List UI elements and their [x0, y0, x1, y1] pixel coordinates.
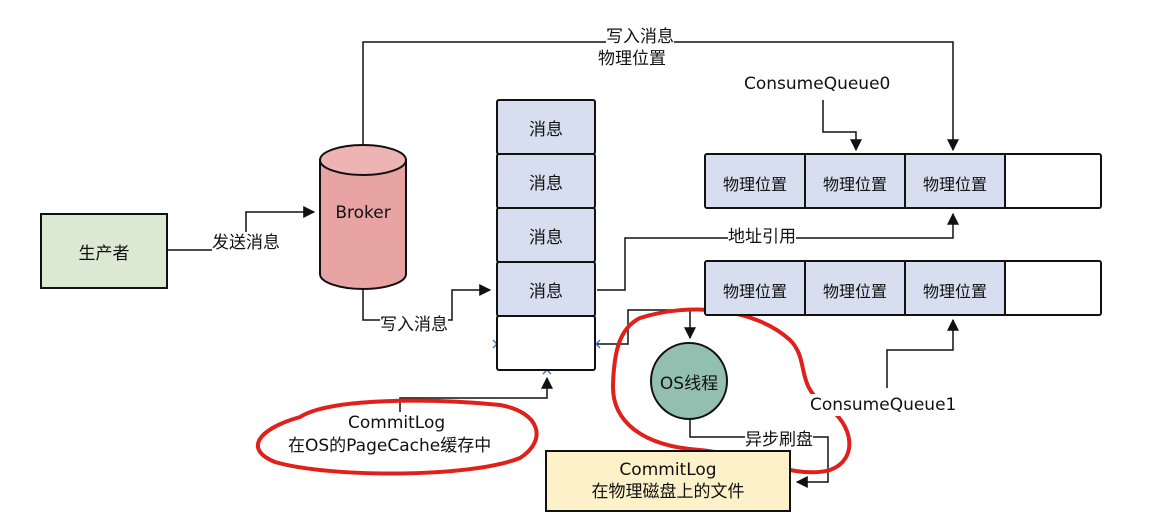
consume-queue-0-name: ConsumeQueue0	[744, 73, 891, 95]
commitlog-message: 消息	[496, 261, 596, 317]
disk-title: CommitLog	[619, 460, 717, 480]
message-label: 消息	[529, 173, 563, 194]
edge-async-flush	[689, 420, 829, 488]
message-label: 消息	[529, 119, 563, 140]
edge-label-write-position-2: 物理位置	[598, 48, 666, 70]
edge-label-write-position-1: 写入消息	[606, 26, 674, 48]
commitlog-message: 消息	[496, 153, 596, 209]
edge-label-send: 发送消息	[212, 232, 280, 254]
queue-slot: 物理位置	[906, 262, 1006, 314]
highlight-page-cache	[255, 398, 539, 476]
consume-queue-1-name: ConsumeQueue1	[810, 394, 957, 416]
producer-label: 生产者	[78, 243, 130, 264]
edge-page-cache	[399, 376, 553, 412]
edge-address-ref	[597, 212, 959, 291]
consume-queue-0: 物理位置 物理位置 物理位置	[704, 153, 1102, 209]
queue-slot: 物理位置	[906, 155, 1006, 207]
commitlog-message: 消息	[496, 207, 596, 263]
os-thread-node: OS线程	[650, 342, 728, 420]
queue-slot: 物理位置	[806, 262, 906, 314]
disk-desc: 在物理磁盘上的文件	[591, 482, 745, 502]
queue-empty-slot	[1006, 262, 1100, 314]
edge-label-address-ref: 地址引用	[728, 226, 796, 248]
edge-cq1-pointer	[886, 318, 959, 388]
queue-empty-slot	[1006, 155, 1100, 207]
commitlog-empty-slot	[496, 315, 596, 371]
commitlog-message: 消息	[496, 99, 596, 155]
edge-send	[168, 206, 316, 251]
page-cache-desc: 在OS的PageCache缓存中	[288, 436, 492, 456]
queue-slot: 物理位置	[706, 155, 806, 207]
edge-cq0-pointer	[822, 100, 862, 152]
edge-label-write-log: 写入消息	[380, 314, 448, 336]
edge-label-async-flush: 异步刷盘	[745, 429, 813, 451]
message-label: 消息	[529, 227, 563, 248]
producer-node: 生产者	[40, 213, 168, 289]
highlight-os-thread	[610, 307, 852, 475]
queue-slot: 物理位置	[806, 155, 906, 207]
queue-slot: 物理位置	[706, 262, 806, 314]
consume-queue-1: 物理位置 物理位置 物理位置	[704, 260, 1102, 316]
disk-commitlog-node: CommitLog 在物理磁盘上的文件	[545, 450, 791, 512]
broker-label: Broker	[335, 203, 391, 223]
message-label: 消息	[529, 281, 563, 302]
edge-write-log	[362, 284, 492, 321]
page-cache-title: CommitLog	[348, 413, 446, 433]
os-thread-label: OS线程	[659, 373, 719, 394]
